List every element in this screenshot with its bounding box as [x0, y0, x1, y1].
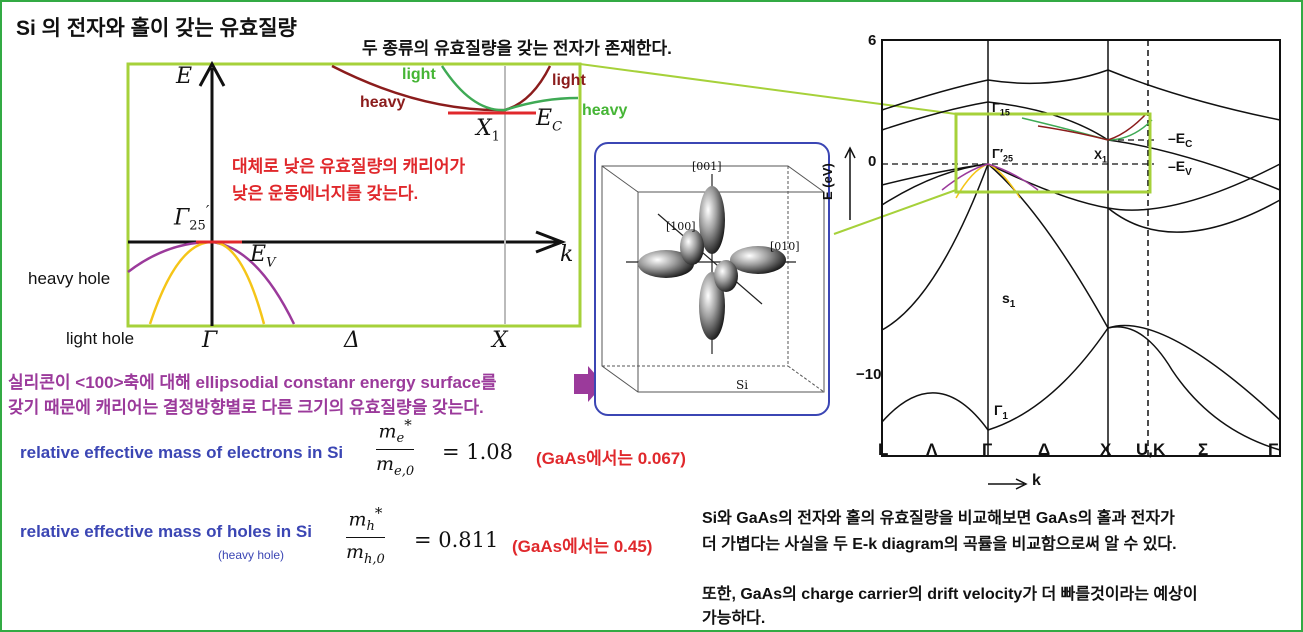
band-y-tick-neg10: −10: [856, 366, 882, 383]
electron-mass-label: relative effective mass of electrons in …: [20, 443, 344, 462]
light-electron-band: [440, 65, 579, 112]
dir-001-label: [001]: [692, 160, 722, 173]
band-x-tick-l: L: [878, 440, 889, 459]
band-ev-label: –EV: [1168, 158, 1192, 178]
heavy-electron-curve: [1037, 113, 1147, 141]
band-gamma15-label: Γ15: [992, 100, 1010, 118]
note-line2: 낮은 운동에너지를 갖는다.: [232, 184, 419, 203]
tick-gamma: Γ: [202, 328, 218, 353]
light-hole-band: [148, 240, 266, 325]
electron-mass-value: = 1.08: [442, 440, 514, 464]
band-x-tick-lambda: Λ: [926, 440, 938, 459]
dir-100-label: [100]: [666, 220, 696, 233]
ellipsoid-back: [680, 229, 704, 265]
hole-mass-fraction: mh* mh,0: [346, 504, 385, 567]
band-k-label: k: [1032, 472, 1041, 489]
band-x1-label: X1: [1094, 148, 1108, 165]
hole-mass-value: = 0.811: [414, 528, 499, 552]
e-axis-label: E: [176, 64, 193, 89]
zoom-box: [954, 112, 1152, 194]
tick-delta: Δ: [344, 328, 360, 353]
conclusion-line4: 가능하다.: [702, 610, 766, 627]
ellipsoid-top: [699, 186, 725, 254]
conclusion-line2: 더 가볍다는 사실을 두 E-k diagram의 곡률을 비교함으로써 알 수…: [702, 536, 1177, 553]
slide-title: Si 의 전자와 홀이 갖는 유효질량: [16, 17, 297, 40]
band-gamma1-label: Γ1: [994, 402, 1008, 422]
k-axis-arrow: [535, 230, 567, 254]
band-x-tick-gamma: Γ: [982, 440, 993, 459]
subtitle: 두 종류의 유효질량을 갖는 전자가 존재한다.: [362, 39, 672, 58]
band-x-tick-delta: Δ: [1038, 440, 1051, 459]
label-light-right: light: [552, 72, 586, 89]
zoom-line-bottom: [833, 189, 957, 235]
k-axis-label: k: [560, 242, 574, 267]
label-light-top: light: [402, 66, 436, 83]
ellipsoid-left: [638, 250, 694, 278]
heavy-hole-label: heavy hole: [28, 269, 111, 288]
label-heavy-right: heavy: [582, 102, 628, 119]
electron-mass-gaas: (GaAs에서는 0.067): [536, 449, 686, 468]
hole-mass-label: relative effective mass of holes in Si: [20, 522, 312, 541]
x1-label: X1: [476, 116, 500, 145]
light-hole-label: light hole: [66, 329, 135, 348]
ellipsoid-bottom: [699, 272, 725, 340]
si-label: Si: [736, 378, 749, 392]
dir-010-label: [010]: [770, 240, 800, 253]
label-heavy-left: heavy: [360, 94, 406, 111]
band-ec-label: –EC: [1168, 130, 1193, 150]
e-axis-arrow: [198, 60, 226, 87]
tick-x: X: [492, 328, 508, 353]
surface-text-line1: 실리콘이 <100>축에 대해 ellipsodial constanr ene…: [8, 373, 497, 392]
band-x-tick-x: X: [1100, 440, 1112, 459]
hole-mass-gaas: (GaAs에서는 0.45): [512, 537, 653, 556]
heavy-electron-band: [331, 64, 552, 112]
band-frame: [881, 39, 1281, 457]
band-x-tick-sigma: Σ: [1198, 440, 1209, 459]
heavy-hole-note: (heavy hole): [218, 548, 285, 562]
band-x-tick-uk: U,K: [1136, 440, 1166, 459]
ev-label: EV: [250, 242, 276, 271]
conclusion-line1: Si와 GaAs의 전자와 홀의 유효질량을 비교해보면 GaAs의 홀과 전자…: [702, 510, 1175, 527]
ec-label: EC: [536, 106, 563, 135]
note-line1: 대체로 낮은 유효질량의 캐리어가: [232, 157, 466, 176]
band-y-tick-0: 0: [868, 153, 877, 170]
surface-text-line2: 갖기 때문에 캐리어는 결정방향별로 다른 크기의 유효질량을 갖는다.: [8, 398, 484, 417]
conclusion-line3: 또한, GaAs의 charge carrier의 drift velocity…: [702, 586, 1198, 603]
band-structure-chart: [844, 39, 1281, 490]
ellipsoid-right: [730, 246, 786, 274]
band-y-axis-label: E (eV): [820, 163, 835, 200]
ellipsoid-front: [714, 260, 738, 292]
electron-mass-fraction: me* me,0: [376, 416, 415, 479]
band-gamma25-label: Γ′25: [992, 146, 1013, 164]
ellipsoid-svg: [601, 165, 825, 393]
band-y-tick-6: 6: [868, 32, 877, 49]
gamma25-label: Γ25′: [174, 202, 210, 234]
ellipsoid-figure: [001] [100] [010] Si: [594, 142, 830, 416]
light-electron-curve: [1021, 117, 1153, 141]
lime-frame: [126, 62, 582, 328]
band-s1-label: s1: [1002, 290, 1016, 310]
purple-arrow-icon: [574, 366, 604, 402]
band-x-tick-gamma-end: Γ: [1268, 440, 1279, 459]
